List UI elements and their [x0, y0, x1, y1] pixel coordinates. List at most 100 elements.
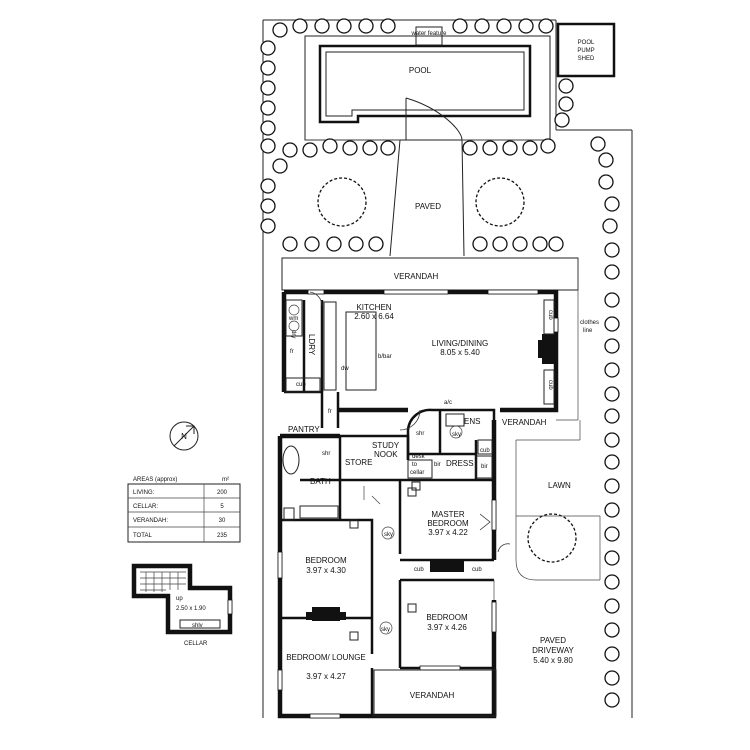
north-arrow: N	[169, 421, 199, 451]
shrub-icon	[272, 22, 288, 38]
paved-label: PAVED	[415, 202, 441, 211]
shrub-icon	[314, 18, 330, 34]
shrub-icon	[604, 386, 620, 402]
shrub-icon	[260, 40, 276, 56]
shrub-icon	[538, 18, 554, 34]
shrub-icon	[604, 550, 620, 566]
bir-label-1: bir	[434, 462, 441, 468]
dw-label: dw	[341, 366, 349, 372]
shrub-icon	[260, 138, 276, 154]
shed-label-2: PUMP	[577, 48, 594, 54]
shrub-icon	[326, 236, 342, 252]
shrub-icon	[502, 140, 518, 156]
areas-row-value: 235	[217, 533, 228, 539]
shrub-icon	[590, 136, 606, 152]
shrub-icon	[604, 622, 620, 638]
shrub-icon	[260, 178, 276, 194]
shrub-icon	[604, 670, 620, 686]
master-bedroom-label-2: BEDROOM	[427, 519, 469, 528]
shrub-icon	[304, 236, 320, 252]
shrub-icon	[604, 692, 620, 708]
areas-row-value: 200	[217, 490, 228, 496]
cub-label-4: cub	[480, 448, 490, 454]
areas-row-value: 30	[219, 518, 226, 524]
areas-row-label: LIVING:	[133, 490, 155, 496]
to-cellar-1: to	[412, 462, 418, 468]
garden-trees	[260, 18, 620, 708]
shrub-icon	[368, 236, 384, 252]
areas-row-value: 5	[220, 504, 224, 510]
sky-label-3: sky	[381, 627, 390, 633]
verandah-east-label: VERANDAH	[502, 418, 547, 427]
shrub-icon	[602, 218, 618, 234]
shrub-icon	[380, 18, 396, 34]
living-dining-size: 8.05 x 5.40	[440, 348, 480, 357]
to-cellar-2: cellar	[410, 470, 424, 476]
pool-area: water feature POOL	[304, 26, 551, 141]
shrub-icon	[292, 18, 308, 34]
kitchen-size: 2.60 x 6.64	[354, 312, 394, 321]
shrub-icon	[554, 112, 570, 128]
fridge-label-2: fr	[328, 409, 332, 415]
cub-label-3: cub	[547, 380, 553, 390]
shrub-icon	[558, 78, 574, 94]
verandah-south-label: VERANDAH	[410, 691, 455, 700]
shrub-icon	[604, 598, 620, 614]
shrub-icon	[492, 236, 508, 252]
tree-icon	[475, 177, 525, 227]
shrub-icon	[522, 140, 538, 156]
outdoor-south: VERANDAH PAVED DRIVEWAY 5.40 x 9.80	[373, 420, 601, 717]
tree-icon	[317, 177, 367, 227]
areas-row-label: CELLAR:	[133, 504, 158, 510]
wm-label: wm	[288, 316, 298, 322]
bir-label-2: bir	[481, 464, 488, 470]
shrub-icon	[358, 18, 374, 34]
shrub-icon	[462, 140, 478, 156]
clothes-line-2: line	[583, 328, 593, 334]
shrub-icon	[548, 236, 564, 252]
living-dining-label: LIVING/DINING	[432, 339, 488, 348]
verandah-north-label: VERANDAH	[394, 272, 439, 281]
paved-path: PAVED	[305, 97, 550, 257]
areas-table: AREAS (approx) m² LIVING: 200 CELLAR: 5 …	[127, 477, 241, 543]
shrub-icon	[512, 236, 528, 252]
areas-row-label: VERANDAH:	[133, 518, 168, 524]
shrub-icon	[260, 80, 276, 96]
fridge-label-1: fr	[290, 349, 294, 355]
cub-label-2: cub	[547, 310, 553, 320]
dress-label: DRESS	[446, 459, 474, 468]
laundry-label: LDRY	[307, 334, 316, 356]
shrub-icon	[604, 242, 620, 258]
shrub-icon	[518, 18, 534, 34]
shrub-icon	[604, 454, 620, 470]
shed-label-1: POOL	[578, 40, 595, 46]
site-boundary	[262, 19, 633, 718]
study-nook-label-2: NOOK	[374, 450, 398, 459]
shrub-icon	[496, 18, 512, 34]
driveway-label-1: PAVED	[540, 636, 566, 645]
master-bedroom-label-1: MASTER	[431, 510, 465, 519]
shrub-icon	[380, 140, 396, 156]
cellar-label: CELLAR	[184, 641, 208, 647]
shrub-icon	[302, 142, 318, 158]
bedroom-left-label: BEDROOM	[305, 556, 347, 565]
shrub-icon	[604, 292, 620, 308]
shrub-icon	[260, 218, 276, 234]
sky-label-1: sky	[452, 432, 461, 438]
dry-label: dry	[290, 330, 296, 338]
shrub-icon	[322, 138, 338, 154]
bedroom-lounge-label: BEDROOM/ LOUNGE	[286, 653, 366, 662]
shrub-icon	[604, 646, 620, 662]
fixtures	[282, 291, 555, 641]
shrub-icon	[260, 120, 276, 136]
master-bedroom-size: 3.97 x 4.22	[428, 528, 468, 537]
cub-label-5: cub	[414, 567, 424, 573]
bedroom-left-size: 3.97 x 4.30	[306, 566, 346, 575]
shrub-icon	[272, 158, 288, 174]
shrub-icon	[474, 18, 490, 34]
bbar-label: b/bar	[378, 354, 392, 360]
shrub-icon	[282, 142, 298, 158]
shrub-icon	[604, 574, 620, 590]
bedroom-lounge-size: 3.97 x 4.27	[306, 672, 346, 681]
shrub-icon	[472, 236, 488, 252]
